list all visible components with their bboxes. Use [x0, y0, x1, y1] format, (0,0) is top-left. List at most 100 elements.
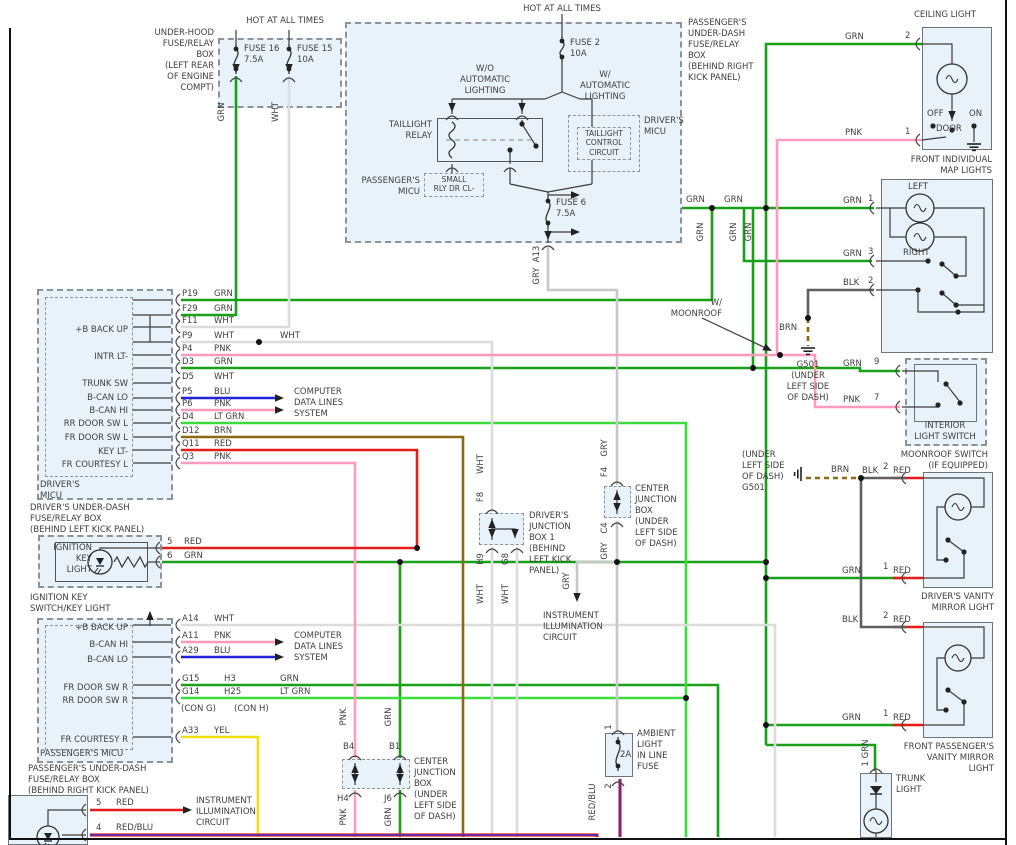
arrow-icon	[351, 764, 359, 773]
arrow-icon	[571, 191, 580, 199]
wire-grn	[742, 208, 872, 263]
arrow-icon	[518, 103, 526, 112]
pin-color-label: PNK	[214, 399, 232, 409]
pin-arc-icon	[175, 456, 181, 470]
instrument-illumination-label-2: INSTRUMENT ILLUMINATION CIRCUIT	[543, 611, 603, 644]
pin-arc-icon	[175, 635, 181, 649]
wire-label: WHT	[476, 584, 486, 604]
pin-color-label: YEL	[214, 726, 230, 736]
wire-grn	[181, 76, 238, 317]
junction-dot	[709, 205, 715, 211]
pin-id-label: D3	[182, 357, 194, 367]
junction-dot	[763, 559, 769, 565]
wire-blk	[806, 288, 874, 318]
schematic-line	[923, 626, 985, 659]
pin-id-label: D5	[182, 372, 194, 382]
connector-arc-icon	[901, 571, 907, 585]
wire-label: 4	[96, 823, 102, 833]
connector-arc-icon	[869, 768, 883, 774]
wire-label: PNK	[845, 128, 863, 138]
connector-arc-icon	[393, 792, 407, 798]
contact-dot	[961, 699, 967, 705]
taillight-relay-label: TAILLIGHT RELAY	[388, 120, 432, 142]
wire-label: WHT	[271, 102, 281, 122]
wire-brn	[181, 435, 465, 837]
passenger-underdash-fuse-box-top	[345, 22, 682, 243]
fuse-dot	[615, 763, 621, 769]
taillight-control-circuit-label: TAILLIGHT CONTROL CIRCUIT	[585, 129, 623, 157]
drivers-underdash-label: DRIVER'S UNDER-DASH FUSE/RELAY BOX (BEHI…	[30, 503, 145, 536]
junction-dot	[763, 205, 769, 211]
wire-label: RED	[893, 713, 911, 723]
fuse16-label: FUSE 16 7.5A	[244, 44, 280, 66]
pin-id-label: P4	[182, 344, 193, 354]
signal-label: FR DOOR SW L	[64, 433, 128, 443]
pin-arc-icon	[175, 335, 181, 349]
arrow-icon	[488, 519, 496, 528]
connector-arc-icon	[229, 77, 243, 83]
schematic-line	[936, 657, 946, 711]
passenger-underdash-top-label: PASSENGER'S UNDER-DASH FUSE/RELAY BOX (B…	[688, 18, 754, 84]
interior-light-switch-label: INTERIOR LIGHT SWITCH	[914, 421, 976, 443]
contact-dot	[953, 273, 959, 279]
computer-data-lines-label-2: COMPUTER DATA LINES SYSTEM	[294, 631, 343, 664]
connector-arc-icon	[610, 481, 624, 487]
wire-label: GRN	[845, 32, 864, 42]
contact-dot	[971, 123, 977, 129]
contact-dot	[955, 309, 961, 315]
passengers-vanity-label: FRONT PASSENGER'S VANITY MIRROR LIGHT	[903, 742, 994, 775]
schematic-line	[889, 208, 906, 238]
pin-id-label: A29	[182, 646, 199, 656]
connector-arc-icon	[503, 167, 517, 173]
fuse6-label: FUSE 6 7.5A	[556, 198, 586, 220]
wire-label: ON	[969, 109, 983, 119]
wire-label: GRY	[532, 267, 542, 285]
wire-label: GRY	[562, 572, 572, 590]
wire-label: WHT	[501, 584, 511, 604]
pin-id-label: Q3	[182, 452, 195, 462]
hot-at-all-times-label-1: HOT AT ALL TIMES	[246, 16, 324, 26]
center-junction-box-2-label: CENTER JUNCTION BOX (UNDER LEFT SIDE OF …	[414, 757, 457, 823]
w-automatic-lighting-label: W/ AUTOMATIC LIGHTING	[579, 70, 631, 103]
pin-color-label: PNK	[214, 344, 232, 354]
connector-arc-icon	[155, 541, 161, 555]
fuse-dot	[559, 38, 565, 44]
wire-pnk	[775, 138, 922, 355]
schematic-line	[921, 136, 947, 141]
wire-label: H9	[476, 553, 486, 565]
connector-arc-icon	[445, 115, 459, 121]
wire-label: PNK	[339, 808, 349, 826]
connector-arc-icon	[81, 803, 87, 817]
diode-icon	[870, 786, 882, 794]
signal-label: TRUNK SW	[82, 379, 128, 389]
wire-label: DOOR	[936, 124, 962, 134]
pin-color-label: GRN	[214, 357, 233, 367]
arrow-icon	[762, 343, 772, 351]
connector-arc-icon	[901, 471, 907, 485]
drivers-micu-label: DRIVER'S MICU	[40, 480, 80, 502]
underhood-box-label: UNDER-HOOD FUSE/RELAY BOX (LEFT REAR OF …	[154, 28, 214, 94]
pin-color-label: RED	[214, 439, 232, 449]
pin-id-label: F11	[182, 316, 198, 326]
taillight-relay-box	[437, 118, 543, 162]
contact-dot	[519, 121, 525, 127]
schematic-line	[547, 183, 593, 193]
wire-label: 5	[167, 537, 173, 547]
taillight-control-circuit-box	[577, 127, 631, 160]
wire-label: 3	[868, 247, 874, 257]
connector-arc-icon	[901, 620, 907, 634]
pin-arc-icon	[175, 293, 181, 307]
wire-label: BRN	[831, 465, 850, 475]
wire-label: GRN	[843, 359, 862, 369]
wire-red	[181, 448, 419, 548]
bulb-filament	[913, 232, 927, 242]
page-border-bottom	[9, 838, 1007, 840]
schematic-line	[47, 809, 86, 826]
wire-label: GRY	[600, 439, 610, 457]
junction-dot	[397, 559, 403, 565]
pin-id-label: F29	[182, 304, 198, 314]
fuse-dot	[545, 220, 551, 226]
bulb-icon	[944, 493, 972, 521]
resistor-icon	[113, 555, 149, 569]
wire-label: LEFT	[908, 182, 929, 192]
